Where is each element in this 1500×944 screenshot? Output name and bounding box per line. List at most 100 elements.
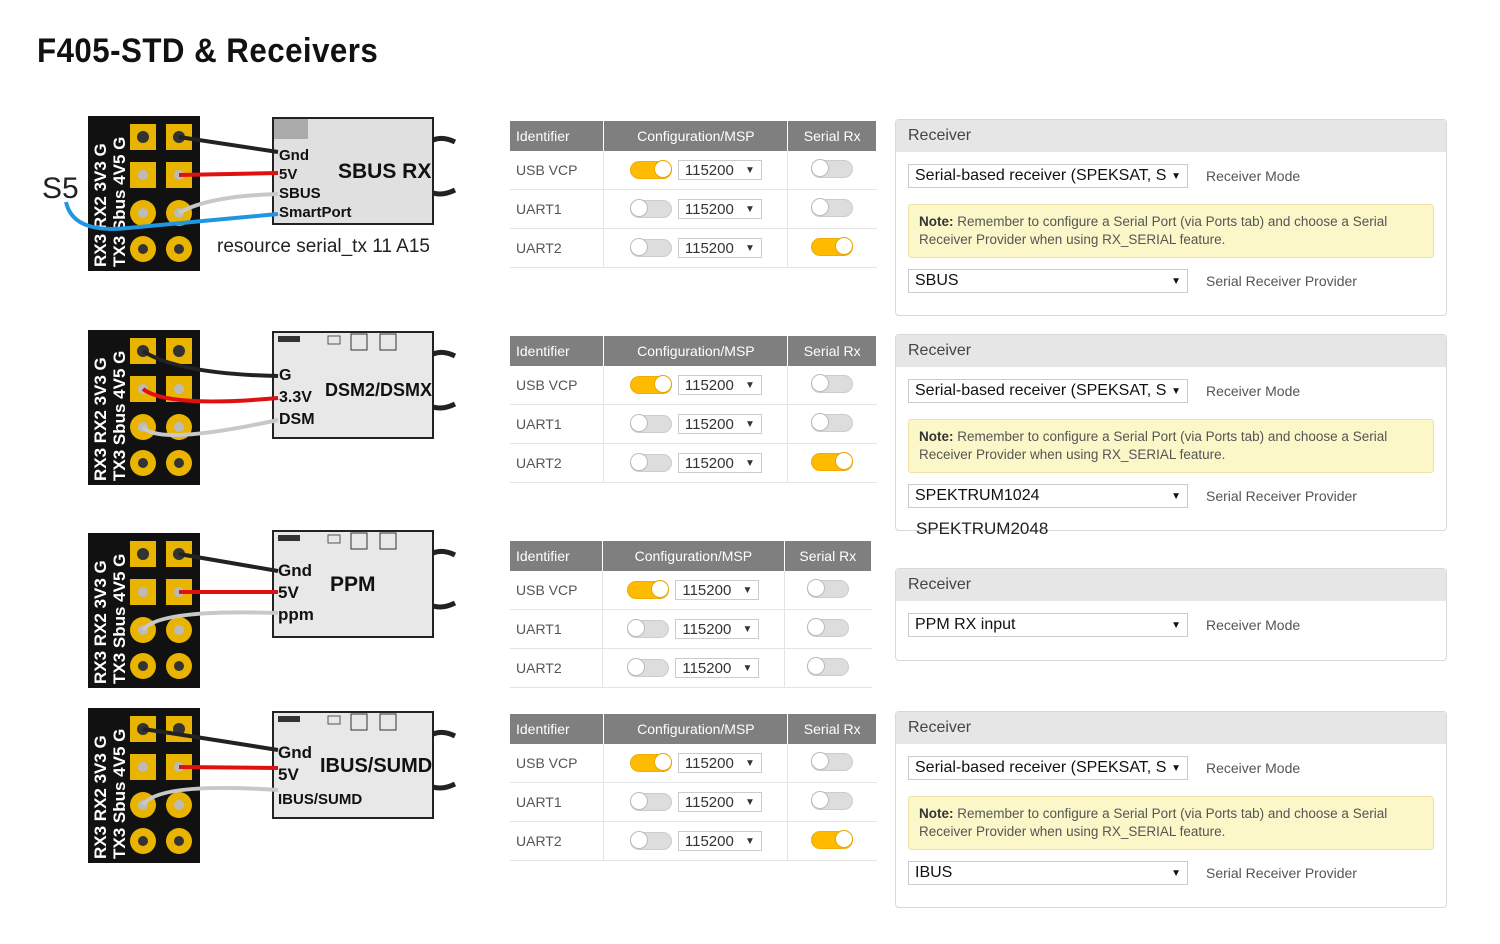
diagram-ibus: RX3 RX2 3V3 G TX3 Sbus 4V5 G IBUS/SUMD G… bbox=[88, 708, 455, 863]
msp-toggle[interactable] bbox=[627, 658, 670, 677]
msp-toggle[interactable] bbox=[629, 831, 672, 850]
receiver-mode-select[interactable]: Serial-based receiver (SPEKSAT, S▼ bbox=[908, 379, 1188, 403]
msp-toggle[interactable] bbox=[627, 619, 670, 638]
provider-alt-text: SPEKTRUM2048 bbox=[916, 519, 1049, 538]
resource-note: resource serial_tx 11 A15 bbox=[217, 236, 430, 257]
pin-5v: 5V bbox=[278, 583, 299, 602]
col-identifier: Identifier bbox=[510, 714, 605, 744]
table-row: UART1 115200▼ bbox=[510, 782, 877, 822]
msp-toggle[interactable] bbox=[629, 238, 672, 257]
port-id: USB VCP bbox=[510, 151, 605, 190]
col-config: Configuration/MSP bbox=[603, 121, 789, 151]
msp-toggle[interactable] bbox=[629, 453, 672, 472]
col-identifier: Identifier bbox=[510, 121, 605, 151]
serial-rx-toggle[interactable] bbox=[807, 617, 850, 637]
note-box: Note: Remember to configure a Serial Por… bbox=[908, 204, 1434, 258]
msp-toggle[interactable] bbox=[629, 414, 672, 433]
provider-select[interactable]: IBUS▼ bbox=[908, 861, 1188, 885]
receiver-panel-2: Receiver Serial-based receiver (SPEKSAT,… bbox=[895, 334, 1447, 531]
msp-toggle[interactable] bbox=[627, 580, 670, 599]
receiver-panel-1: Receiver Serial-based receiver (SPEKSAT,… bbox=[895, 119, 1447, 316]
baud-select[interactable]: 115200▼ bbox=[677, 160, 762, 180]
sbus-module-name: SBUS RX bbox=[338, 160, 431, 183]
col-config: Configuration/MSP bbox=[603, 714, 789, 744]
baud-select[interactable]: 115200▼ bbox=[675, 619, 760, 639]
receiver-mode-label: Receiver Mode bbox=[1206, 168, 1301, 184]
note-box: Note: Remember to configure a Serial Por… bbox=[908, 796, 1434, 850]
serial-rx-toggle[interactable] bbox=[811, 158, 854, 178]
serial-rx-toggle[interactable] bbox=[811, 412, 854, 432]
msp-toggle[interactable] bbox=[629, 160, 672, 179]
pin-5v: 5V bbox=[279, 166, 297, 183]
port-id: USB VCP bbox=[510, 744, 605, 783]
baud-select[interactable]: 115200▼ bbox=[677, 414, 762, 434]
provider-select[interactable]: SBUS▼ bbox=[908, 269, 1188, 293]
table-row: UART2 115200▼ bbox=[510, 443, 877, 483]
col-config: Configuration/MSP bbox=[602, 541, 785, 571]
port-id: UART2 bbox=[510, 443, 605, 483]
pin-5v: 5V bbox=[278, 765, 299, 784]
msp-toggle[interactable] bbox=[629, 199, 672, 218]
note-box: Note: Remember to configure a Serial Por… bbox=[908, 419, 1434, 473]
pin-gnd: Gnd bbox=[278, 743, 312, 762]
port-id: UART1 bbox=[510, 782, 605, 822]
baud-select[interactable]: 115200▼ bbox=[675, 658, 760, 678]
baud-select[interactable]: 115200▼ bbox=[677, 753, 762, 773]
serial-rx-toggle[interactable] bbox=[811, 373, 854, 393]
msp-toggle[interactable] bbox=[629, 753, 672, 772]
baud-select[interactable]: 115200▼ bbox=[675, 580, 760, 600]
baud-select[interactable]: 115200▼ bbox=[677, 831, 762, 851]
serial-rx-toggle[interactable] bbox=[807, 656, 850, 676]
baud-select[interactable]: 115200▼ bbox=[677, 199, 762, 219]
pin-dsm: DSM bbox=[279, 411, 315, 428]
pin-smartport: SmartPort bbox=[279, 204, 352, 221]
ports-table-4: Identifier Configuration/MSP Serial Rx U… bbox=[510, 714, 877, 861]
col-config: Configuration/MSP bbox=[603, 336, 789, 366]
baud-select[interactable]: 115200▼ bbox=[677, 238, 762, 258]
baud-select[interactable]: 115200▼ bbox=[677, 792, 762, 812]
receiver-heading: Receiver bbox=[896, 120, 1446, 152]
pin-ibus: IBUS/SUMD bbox=[278, 791, 362, 808]
msp-toggle[interactable] bbox=[629, 375, 672, 394]
receiver-mode-select[interactable]: Serial-based receiver (SPEKSAT, S▼ bbox=[908, 164, 1188, 188]
receiver-mode-select[interactable]: Serial-based receiver (SPEKSAT, S▼ bbox=[908, 756, 1188, 780]
receiver-mode-select[interactable]: PPM RX input▼ bbox=[908, 613, 1188, 637]
baud-select[interactable]: 115200▼ bbox=[677, 453, 762, 473]
port-id: UART1 bbox=[510, 189, 605, 229]
dsm-module-name: DSM2/DSMX bbox=[325, 380, 432, 400]
receiver-heading: Receiver bbox=[896, 335, 1446, 367]
pin-ppm: ppm bbox=[278, 605, 314, 624]
table-row: UART1 115200▼ bbox=[510, 189, 877, 229]
provider-select[interactable]: SPEKTRUM1024▼ bbox=[908, 484, 1188, 508]
port-id: USB VCP bbox=[510, 366, 605, 405]
serial-rx-toggle[interactable] bbox=[811, 751, 854, 771]
serial-rx-toggle[interactable] bbox=[811, 197, 854, 217]
pcb-label-bottom: TX3 Sbus 4V5 G bbox=[110, 137, 129, 267]
serial-rx-toggle[interactable] bbox=[811, 790, 854, 810]
table-row: USB VCP 115200▼ bbox=[510, 744, 877, 783]
receiver-mode-label: Receiver Mode bbox=[1206, 383, 1301, 399]
serial-rx-toggle[interactable] bbox=[811, 236, 854, 256]
table-row: UART2 115200▼ bbox=[510, 821, 877, 861]
receiver-panel-3: Receiver PPM RX input▼ Receiver Mode bbox=[895, 568, 1447, 661]
table-row: USB VCP 115200▼ bbox=[510, 366, 877, 405]
table-row: USB VCP 115200▼ bbox=[510, 151, 877, 190]
pcb-label-top: RX3 RX2 3V3 G bbox=[91, 357, 110, 481]
serial-rx-toggle[interactable] bbox=[811, 829, 854, 849]
serial-rx-toggle[interactable] bbox=[807, 578, 850, 598]
col-serial-rx: Serial Rx bbox=[787, 714, 877, 744]
serial-rx-toggle[interactable] bbox=[811, 451, 854, 471]
port-id: UART2 bbox=[510, 228, 605, 268]
receiver-heading: Receiver bbox=[896, 569, 1446, 601]
msp-toggle[interactable] bbox=[629, 792, 672, 811]
receiver-mode-label: Receiver Mode bbox=[1206, 760, 1301, 776]
diagram-sbus: RX3 RX2 3V3 G TX3 Sbus 4V5 G SBUS RX Gnd… bbox=[42, 116, 455, 271]
pcb-label-top: RX3 RX2 3V3 G bbox=[91, 560, 110, 684]
provider-label: Serial Receiver Provider bbox=[1206, 488, 1357, 504]
port-id: UART1 bbox=[510, 609, 604, 649]
port-id: UART2 bbox=[510, 648, 604, 688]
ppm-module-name: PPM bbox=[330, 573, 376, 596]
col-serial-rx: Serial Rx bbox=[784, 541, 873, 571]
baud-select[interactable]: 115200▼ bbox=[677, 375, 762, 395]
wiring-diagrams: RX3 RX2 3V3 G TX3 Sbus 4V5 G SBUS RX Gnd… bbox=[42, 116, 500, 863]
